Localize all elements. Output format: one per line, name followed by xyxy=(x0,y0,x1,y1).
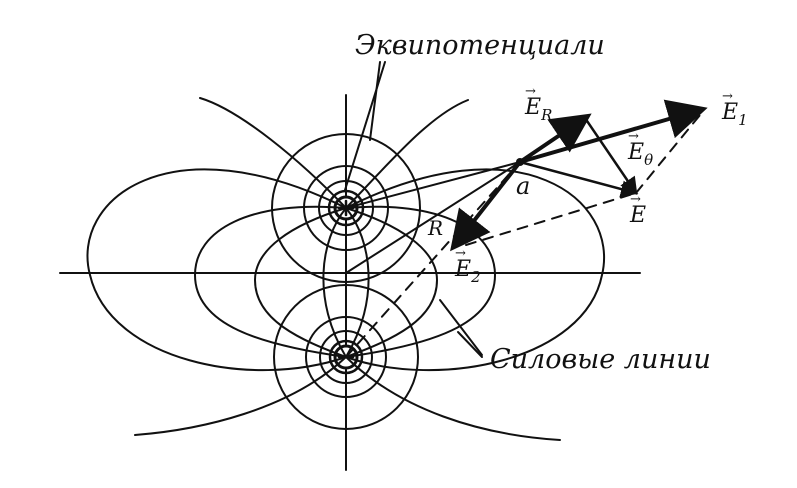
vector-E2 xyxy=(450,160,522,252)
equipotentials-caption: Эквипотенциали xyxy=(355,30,605,61)
vector-E1 xyxy=(518,99,708,164)
field-lines-caption: Силовые линии xyxy=(490,344,711,375)
equipotential-leaders xyxy=(344,61,386,191)
field-line-leaders xyxy=(439,299,483,358)
equipotentials-positive xyxy=(271,133,421,283)
label-E-R: →ER xyxy=(525,84,553,124)
field-lines xyxy=(86,97,605,441)
label-E-theta: →Eθ xyxy=(628,129,654,169)
label-E-2: →E2 xyxy=(455,246,481,286)
radius-label: R xyxy=(428,216,444,240)
vector-ER xyxy=(518,113,592,164)
label-E-1: →E1 xyxy=(722,89,748,129)
construction-dashed-1 xyxy=(465,192,637,246)
label-E: →E xyxy=(630,192,647,228)
radius-line xyxy=(345,161,521,274)
point-a-label: a xyxy=(516,172,531,200)
vector-Etheta xyxy=(583,116,638,196)
vector-E xyxy=(518,160,639,198)
equipotentials-negative xyxy=(273,284,419,430)
radius-line-from-plus xyxy=(345,161,521,209)
construction-dashed-3 xyxy=(345,161,521,358)
